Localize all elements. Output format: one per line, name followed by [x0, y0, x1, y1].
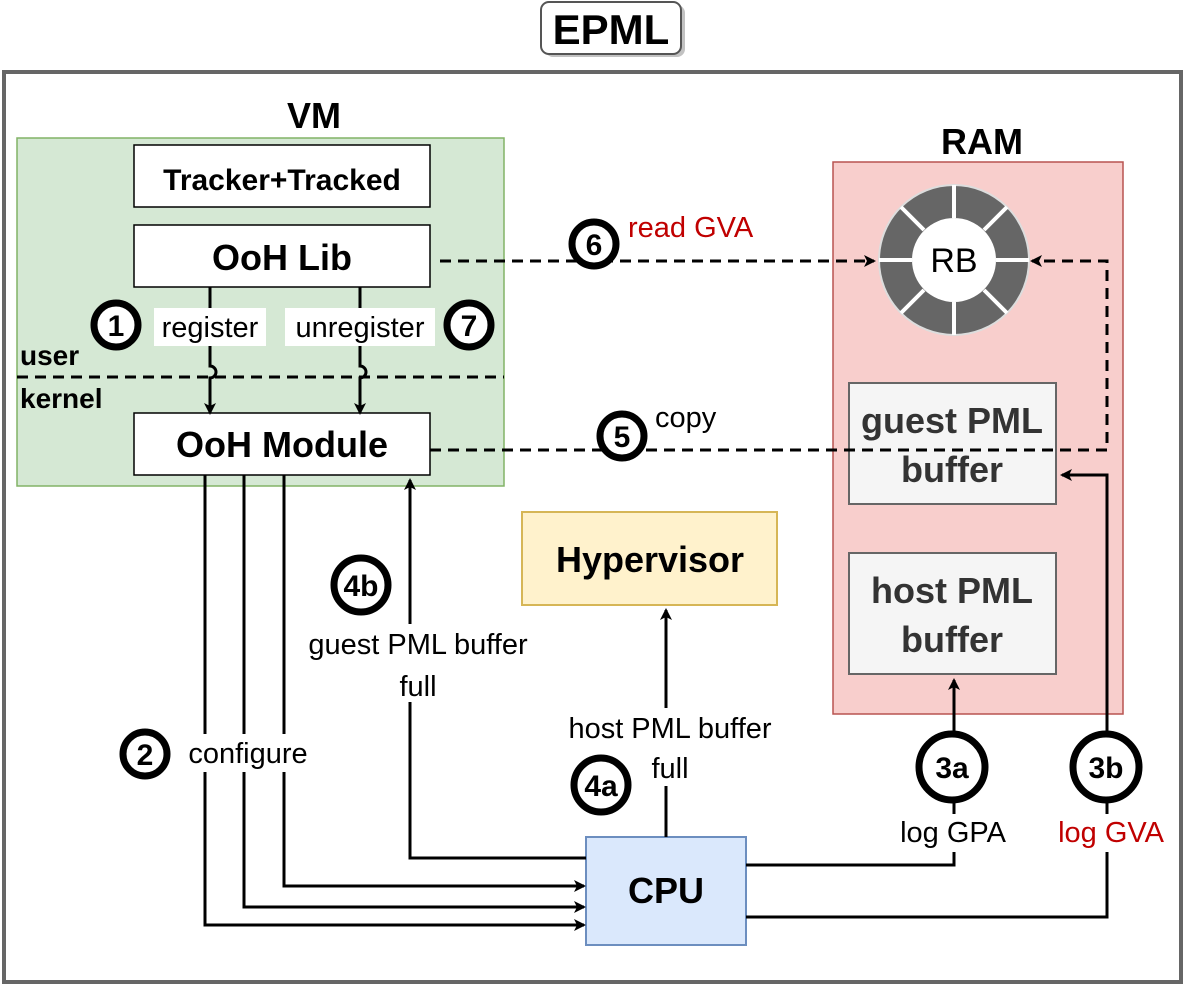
- diagram-title: EPML: [553, 6, 670, 53]
- step3a-num: 3a: [935, 752, 969, 785]
- register-arrow: [204, 287, 218, 415]
- step2-label: configure: [188, 738, 307, 770]
- step7-num: 7: [461, 310, 478, 343]
- step2-badge: [119, 728, 171, 780]
- configure-arrow-3: [282, 475, 586, 892]
- step3a-label-bg: [888, 814, 1018, 852]
- tracker-tracked-box: [133, 144, 431, 208]
- log-gva-arrow: [746, 469, 1109, 919]
- ooh-lib-label: OoH Lib: [212, 237, 352, 278]
- ring-buffer: RB: [878, 184, 1030, 336]
- cpu-label: CPU: [628, 870, 704, 911]
- kernel-label: kernel: [20, 383, 103, 414]
- step4a-badge: [570, 754, 632, 816]
- step6-badge: [568, 218, 620, 270]
- configure-arrow-1: [203, 475, 586, 931]
- vm-label: VM: [287, 95, 341, 136]
- register-label-bg: [154, 308, 266, 346]
- configure-label-bg: [178, 734, 318, 772]
- step4b-label-line2: full: [399, 671, 436, 703]
- step3b-label-bg: [1047, 814, 1175, 852]
- step2-num: 2: [137, 739, 154, 772]
- hypervisor-box: [521, 511, 778, 606]
- step3a-label: log GPA: [900, 817, 1007, 849]
- step7-badge: [443, 299, 495, 351]
- outer-frame: [2, 70, 1183, 984]
- step1-badge: [90, 299, 142, 351]
- guest-pml-buffer-box: [848, 382, 1057, 505]
- step1-label: register: [162, 312, 259, 344]
- step6-label: read GVA: [628, 212, 754, 244]
- ooh-module-box: [133, 412, 431, 476]
- step4a-label-line1: host PML buffer: [568, 713, 771, 745]
- rb-label: RB: [930, 242, 977, 280]
- unregister-arrow: [354, 287, 368, 415]
- guest-pml-label-line1: guest PML: [861, 400, 1043, 441]
- step7-label: unregister: [296, 312, 425, 344]
- step4b-label-line1: guest PML buffer: [308, 629, 528, 661]
- unregister-label-bg: [285, 308, 435, 346]
- step4b-num: 4b: [343, 570, 378, 603]
- hypervisor-label: Hypervisor: [556, 539, 744, 580]
- host-pml-buffer-box: [848, 552, 1057, 675]
- step3b-badge: [1069, 730, 1143, 804]
- host-pml-label-line1: host PML: [871, 570, 1033, 611]
- user-label: user: [20, 340, 79, 371]
- step5-num: 5: [614, 421, 631, 454]
- tracker-tracked-label: Tracker+Tracked: [163, 164, 401, 197]
- step3b-label: log GVA: [1058, 817, 1165, 849]
- cpu-box: [585, 836, 747, 946]
- copy-arrow: [430, 255, 1109, 452]
- ooh-module-label: OoH Module: [176, 424, 388, 465]
- step4a-num: 4a: [584, 770, 618, 803]
- step1-num: 1: [108, 310, 125, 343]
- configure-arrow-2: [242, 475, 586, 913]
- ram-label: RAM: [941, 121, 1023, 162]
- step3b-num: 3b: [1088, 752, 1123, 785]
- step6-num: 6: [586, 229, 603, 262]
- step3a-badge: [915, 730, 989, 804]
- step5-label: copy: [655, 402, 717, 434]
- title-box: EPML: [540, 1, 685, 57]
- step4a-label-line2: full: [651, 753, 688, 785]
- step5-badge: [596, 410, 648, 462]
- step4b-label-bg: [288, 624, 548, 702]
- ooh-lib-box: [133, 224, 431, 288]
- guest-pml-full-arrow: [404, 478, 586, 860]
- guest-pml-label-line2: buffer: [901, 449, 1003, 490]
- step4b-badge: [330, 554, 392, 616]
- host-pml-label-line2: buffer: [901, 619, 1003, 660]
